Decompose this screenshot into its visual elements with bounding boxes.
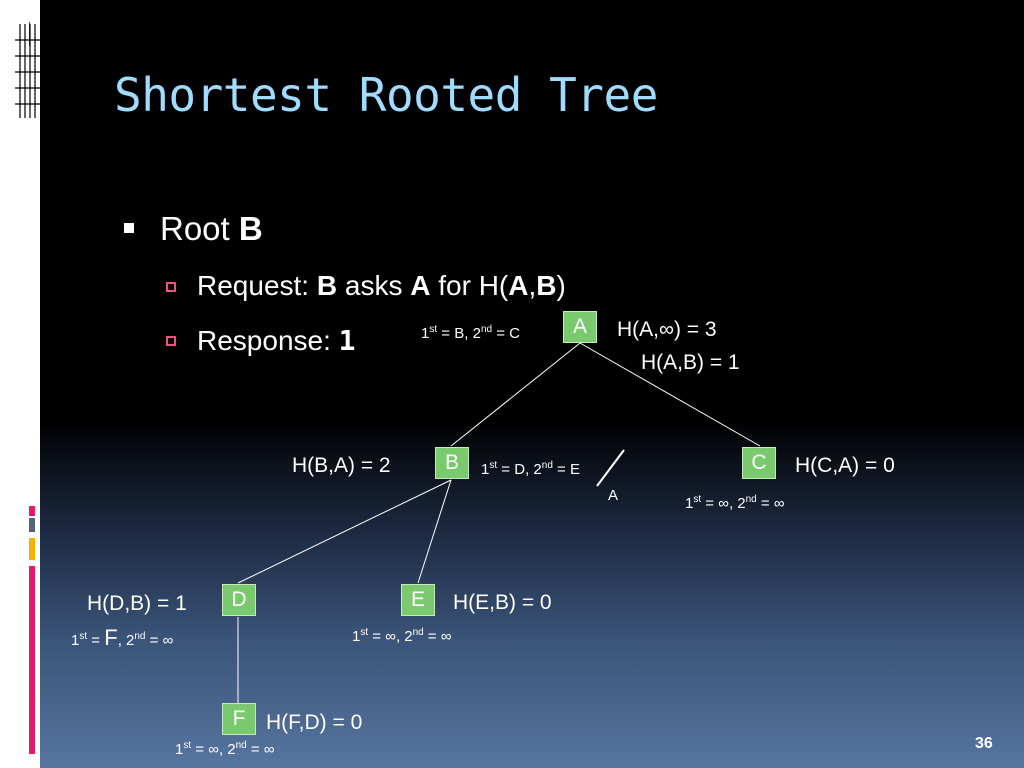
page-number: 36 xyxy=(975,735,993,752)
rank-e: 1st = ∞, 2nd = ∞ xyxy=(352,627,452,645)
bullet-response: Response: 1 xyxy=(197,324,356,357)
node-c: C xyxy=(742,447,776,479)
label-h-c-a: H(C,A) = 0 xyxy=(795,454,895,477)
edge-b-e xyxy=(417,479,452,584)
sub-bullet-icon xyxy=(166,282,176,292)
label-h-f-d: H(F,D) = 0 xyxy=(266,711,363,734)
edge-a-b xyxy=(450,342,581,447)
rank-f: 1st = ∞, 2nd = ∞ xyxy=(175,740,275,758)
node-f: F xyxy=(222,703,256,735)
label-h-a-inf: H(A,∞) = 3 xyxy=(617,318,717,341)
bullet-square-icon xyxy=(124,223,134,233)
rank-d: 1st = F, 2nd = ∞ xyxy=(71,625,174,650)
bullet-root: Root B xyxy=(160,210,263,247)
node-e: E xyxy=(401,584,435,616)
edge-a-c xyxy=(579,342,761,447)
strike-through xyxy=(596,449,625,487)
label-h-d-b: H(D,B) = 1 xyxy=(87,592,187,615)
rank-c: 1st = ∞, 2nd = ∞ xyxy=(685,494,785,512)
slide-background xyxy=(40,0,1024,768)
rank-b-replacement: A xyxy=(608,487,619,504)
rank-b: 1st = D, 2nd = E xyxy=(481,460,581,478)
label-h-b-a: H(B,A) = 2 xyxy=(292,454,391,477)
bullet-request: Request: B asks A for H(A,B) xyxy=(197,270,566,301)
rank-a: 1st = B, 2nd = C xyxy=(421,324,521,342)
slide-title: Shortest Rooted Tree xyxy=(114,68,658,122)
label-h-a-b: H(A,B) = 1 xyxy=(641,351,740,374)
label-h-e-b: H(E,B) = 0 xyxy=(453,591,552,614)
sub-bullet-icon xyxy=(166,336,176,346)
edge-b-d xyxy=(237,479,452,584)
node-a: A xyxy=(563,311,597,343)
decorative-lines xyxy=(15,24,40,118)
node-d: D xyxy=(222,584,256,616)
node-b: B xyxy=(435,447,469,479)
